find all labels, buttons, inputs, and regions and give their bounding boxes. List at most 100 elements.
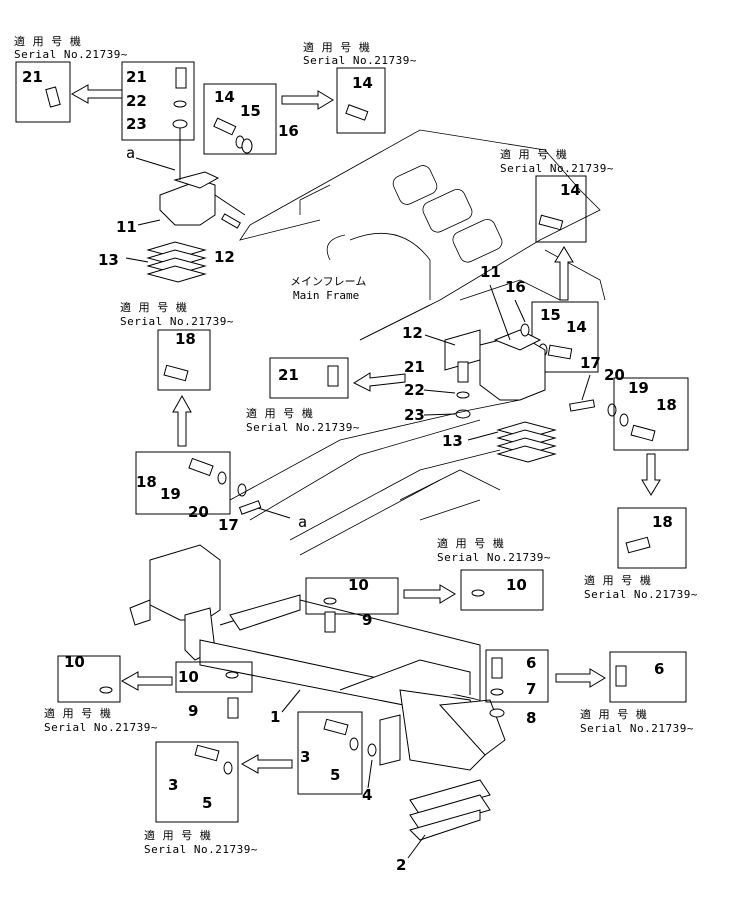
label-19b: 19 xyxy=(160,485,181,503)
box-washer-10-new-l xyxy=(57,655,121,703)
box-bolt-18-new-r xyxy=(617,507,687,569)
box-bolt-18-group-r xyxy=(613,377,689,451)
label-18d: 18 xyxy=(136,473,157,491)
label-7: 7 xyxy=(526,680,536,698)
box-washer-10-group-c xyxy=(305,577,399,615)
main-frame-jp: メインフレーム xyxy=(290,275,366,288)
main-frame xyxy=(239,129,606,341)
serial-en-7: Serial No.21739~ xyxy=(437,551,551,564)
label-16b: 16 xyxy=(505,278,526,296)
label-12a: 12 xyxy=(214,248,235,266)
box-bolt-21-new xyxy=(15,61,71,123)
label-17a: 17 xyxy=(580,354,601,372)
serial-jp-2: 適 用 号 機 xyxy=(303,40,370,54)
label-18b: 18 xyxy=(652,513,673,531)
view-marker-a2: a xyxy=(298,513,307,531)
serial-en-3: Serial No.21739~ xyxy=(500,162,614,175)
serial-jp-9: 適 用 号 機 xyxy=(144,828,211,842)
label-9a: 9 xyxy=(362,611,372,629)
serial-jp-1: 適 用 号 機 xyxy=(14,34,81,48)
serial-jp-10: 適 用 号 機 xyxy=(580,707,647,721)
label-1: 1 xyxy=(270,708,280,726)
label-21c: 21 xyxy=(404,358,425,376)
label-16a: 16 xyxy=(278,122,299,140)
label-18c: 18 xyxy=(175,330,196,348)
ghost-outline xyxy=(229,399,521,556)
label-10d: 10 xyxy=(64,653,85,671)
axle-frame xyxy=(129,544,506,771)
serial-jp-8: 適 用 号 機 xyxy=(44,706,111,720)
box-bolt-18-group-l xyxy=(135,451,231,515)
label-15a: 15 xyxy=(240,102,261,120)
label-9b: 9 xyxy=(188,702,198,720)
serial-en-9: Serial No.21739~ xyxy=(144,843,258,856)
label-12b: 12 xyxy=(402,324,423,342)
box-bolt-14-new-b xyxy=(535,175,587,243)
box-bolt-21-new-c xyxy=(269,357,349,399)
box-bolt-3-group-c xyxy=(297,711,363,795)
serial-en-1: Serial No.21739~ xyxy=(14,48,128,61)
label-17b: 17 xyxy=(218,516,239,534)
serial-jp-6: 適 用 号 機 xyxy=(120,300,187,314)
serial-jp-7: 適 用 号 機 xyxy=(437,536,504,550)
label-14d: 14 xyxy=(566,318,587,336)
label-5b: 5 xyxy=(202,794,212,812)
box-bolt-14-group xyxy=(203,83,277,155)
label-10b: 10 xyxy=(506,576,527,594)
label-14a: 14 xyxy=(214,88,235,106)
bracket-right xyxy=(444,329,546,401)
label-11a: 11 xyxy=(116,218,137,236)
box-bolt-6-group xyxy=(485,649,549,703)
label-14c: 14 xyxy=(560,181,581,199)
view-marker-a1: a xyxy=(126,144,135,162)
serial-en-6: Serial No.21739~ xyxy=(120,315,234,328)
label-18a: 18 xyxy=(656,396,677,414)
label-23a: 23 xyxy=(126,115,147,133)
box-washer-10-new-c xyxy=(460,569,544,611)
serial-jp-5: 適 用 号 機 xyxy=(246,406,313,420)
serial-jp-4: 適 用 号 機 xyxy=(584,573,651,587)
box-bolt-6-new xyxy=(609,651,687,703)
label-21b: 21 xyxy=(22,68,43,86)
box-washer-10-group-l xyxy=(175,661,253,693)
serial-jp-3: 適 用 号 機 xyxy=(500,147,567,161)
label-15b: 15 xyxy=(540,306,561,324)
serial-en-8: Serial No.21739~ xyxy=(44,721,158,734)
box-bolt-14-new-a xyxy=(336,67,386,134)
label-20b: 20 xyxy=(188,503,209,521)
label-3b: 3 xyxy=(168,776,178,794)
label-5a: 5 xyxy=(330,766,340,784)
label-10a: 10 xyxy=(348,576,369,594)
label-13b: 13 xyxy=(442,432,463,450)
label-22a: 22 xyxy=(126,92,147,110)
label-3a: 3 xyxy=(300,748,310,766)
label-2: 2 xyxy=(396,856,406,874)
label-23b: 23 xyxy=(404,406,425,424)
label-6a: 6 xyxy=(526,654,536,672)
box-bolt-18-new-l xyxy=(157,329,211,391)
box-bolt-21-group xyxy=(121,61,195,141)
label-21d: 21 xyxy=(278,366,299,384)
serial-en-2: Serial No.21739~ xyxy=(303,54,417,67)
label-10c: 10 xyxy=(178,668,199,686)
shims-right xyxy=(496,421,557,463)
label-13a: 13 xyxy=(98,251,119,269)
serial-en-10: Serial No.21739~ xyxy=(580,722,694,735)
label-14b: 14 xyxy=(352,74,373,92)
label-19a: 19 xyxy=(628,379,649,397)
box-bolt-3-new-l xyxy=(155,741,239,823)
label-21a: 21 xyxy=(126,68,147,86)
label-20a: 20 xyxy=(604,366,625,384)
guard-2 xyxy=(409,779,491,841)
bracket-left xyxy=(159,128,246,229)
label-6b: 6 xyxy=(654,660,664,678)
serial-en-4: Serial No.21739~ xyxy=(584,588,698,601)
shims-left xyxy=(146,241,207,283)
label-8: 8 xyxy=(526,709,536,727)
label-11b: 11 xyxy=(480,263,501,281)
label-22b: 22 xyxy=(404,381,425,399)
serial-en-5: Serial No.21739~ xyxy=(246,421,360,434)
main-frame-en: Main Frame xyxy=(293,289,359,302)
label-4: 4 xyxy=(362,786,372,804)
